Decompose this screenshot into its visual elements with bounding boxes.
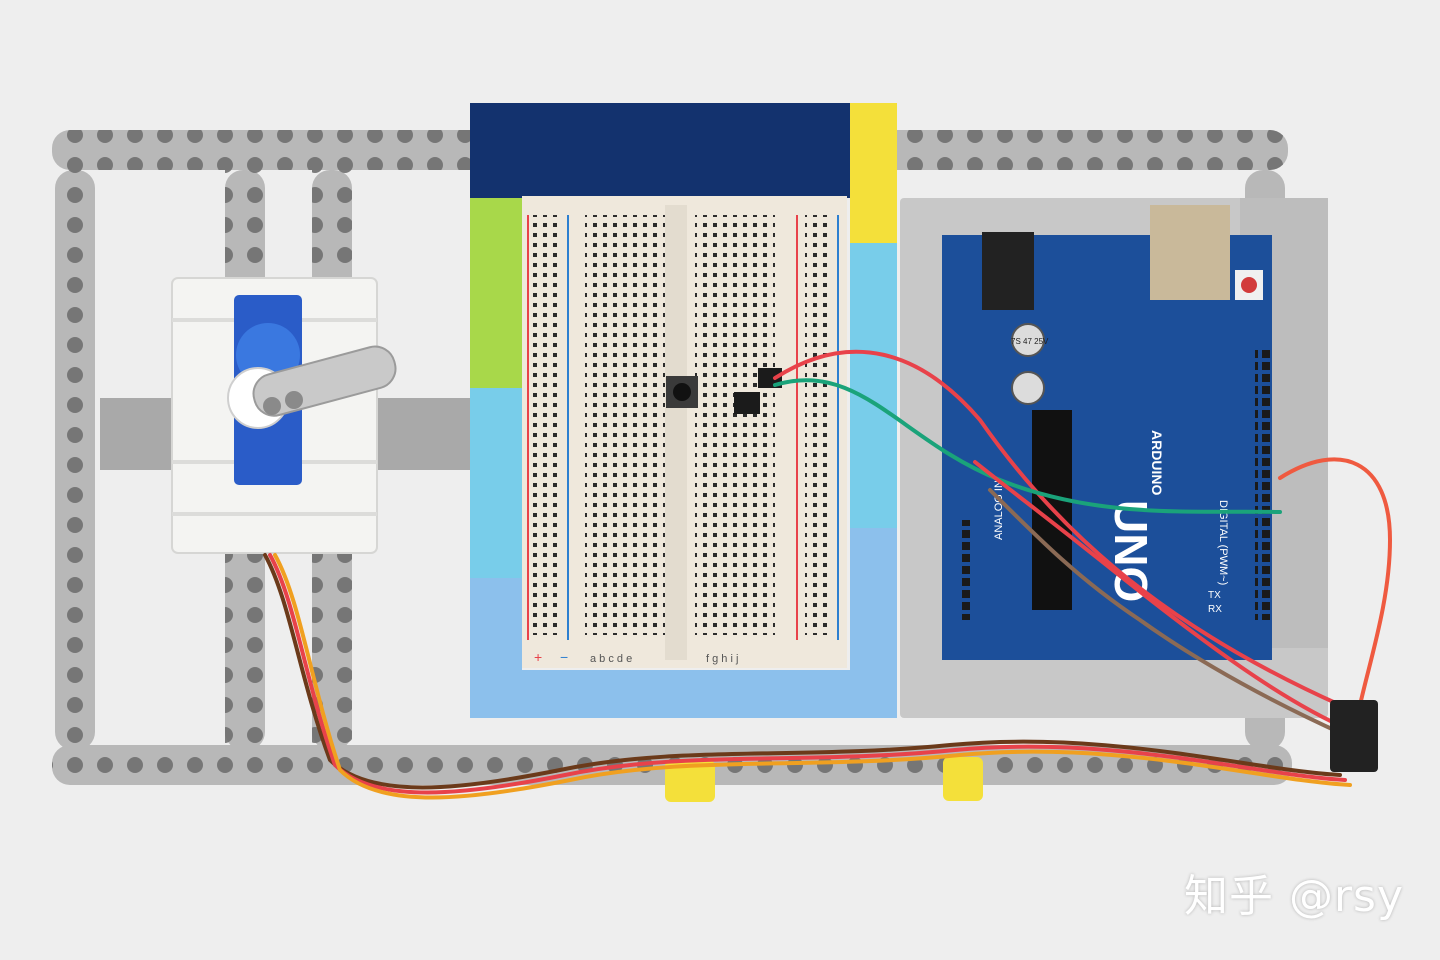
breadboard: + − a b c d e f g h i j (522, 196, 847, 668)
wires (263, 349, 1393, 800)
servo-holder (171, 277, 397, 554)
breadboard-columns-left: a b c d e (590, 653, 632, 665)
arduino-board: 7S 47 25V ARDUINO UNO DIGITAL (PWM~) ANA… (942, 205, 1272, 660)
tx-label: TX (1208, 590, 1221, 601)
analog-label: ANALOG IN (993, 480, 1005, 540)
breadboard-plus-sign: + (534, 649, 542, 665)
arduino-logo-text: ARDUINO (1149, 430, 1165, 495)
breadboard-holder (470, 103, 897, 718)
breadboard-columns-right: f g h i j (706, 653, 738, 665)
watermark: 知乎 @rsy (1183, 871, 1404, 922)
breadboard-minus-sign: − (560, 649, 568, 665)
rx-label: RX (1208, 604, 1222, 615)
capacitor-label: 7S 47 25V (1011, 337, 1049, 346)
digital-label: DIGITAL (PWM~) (1217, 500, 1229, 585)
yellow-pegs (665, 757, 983, 802)
